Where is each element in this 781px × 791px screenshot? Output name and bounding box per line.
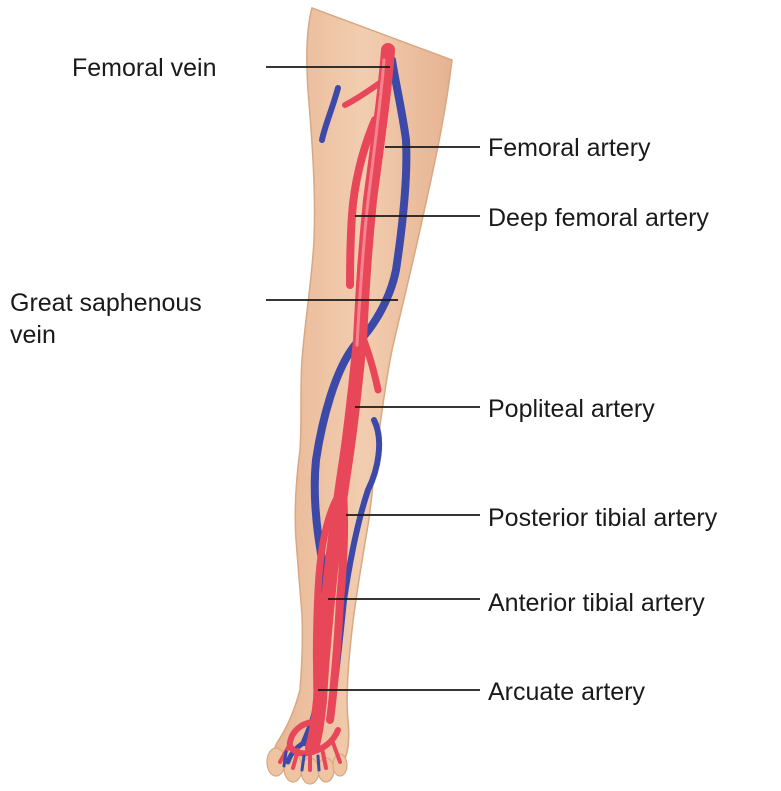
label-posterior-tibial-artery: Posterior tibial artery — [488, 503, 717, 533]
label-great-saphenous-vein: Great saphenous vein — [10, 287, 202, 351]
label-femoral-vein: Femoral vein — [72, 53, 217, 83]
label-femoral-artery: Femoral artery — [488, 133, 651, 163]
label-deep-femoral-artery: Deep femoral artery — [488, 203, 709, 233]
leg-silhouette — [273, 8, 452, 774]
label-popliteal-artery: Popliteal artery — [488, 394, 655, 424]
label-great-saphenous-line2: vein — [10, 319, 202, 351]
label-arcuate-artery: Arcuate artery — [488, 677, 645, 707]
label-great-saphenous-line1: Great saphenous — [10, 287, 202, 319]
label-anterior-tibial-artery: Anterior tibial artery — [488, 588, 705, 618]
